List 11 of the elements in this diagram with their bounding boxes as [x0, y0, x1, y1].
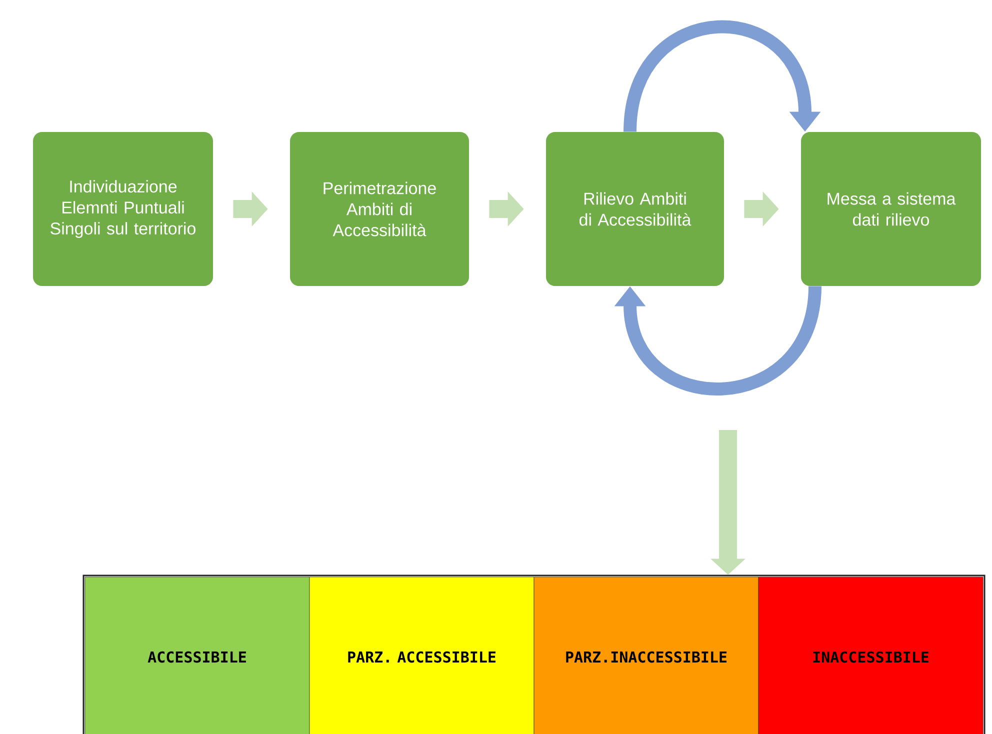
process-box: Rilievo Ambiti di Accessibilità [546, 132, 724, 286]
table-cell: PARZ.INACCESSIBILE [534, 576, 759, 734]
process-box: Messa a sistema dati rilievo [801, 132, 982, 286]
curved-arrow [624, 20, 821, 133]
process-box: Individuazione Elemnti Puntuali Singoli sul territorio [33, 132, 213, 286]
process-box: Perimetrazione Ambiti di Accessibilità [290, 132, 469, 286]
table-cell: INACCESSIBILE [758, 576, 984, 734]
table [82, 574, 986, 734]
table-cell: PARZ. ACCESSIBILE [309, 576, 534, 734]
table-cell: ACCESSIBILE [84, 576, 310, 734]
curved-arrow [614, 285, 822, 396]
